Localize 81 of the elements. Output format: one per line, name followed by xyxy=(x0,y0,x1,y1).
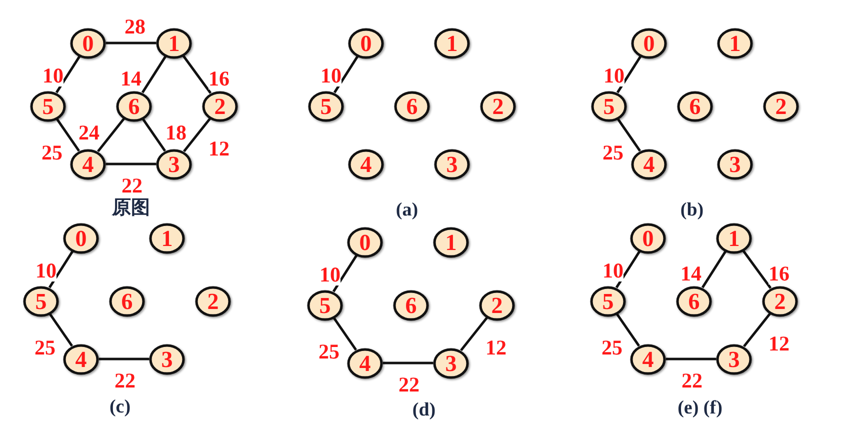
edge-line xyxy=(48,313,74,347)
vertex-node: 5 xyxy=(307,290,343,320)
vertex-node: 0 xyxy=(631,28,667,58)
vertex-node: 5 xyxy=(308,90,344,122)
edge-line xyxy=(333,56,359,94)
vertex-node: 2 xyxy=(195,286,231,316)
vertex-node: 5 xyxy=(591,90,627,122)
weight-label: 10 xyxy=(604,66,624,86)
panel-caption: (d) xyxy=(412,400,436,420)
vertex-node: 6 xyxy=(676,286,712,316)
edge-line xyxy=(55,56,81,94)
edge-line xyxy=(460,316,488,352)
vertex-node: 1 xyxy=(156,28,192,58)
vertex-node: 0 xyxy=(70,28,106,58)
edge-line xyxy=(183,118,211,152)
vertex-node: 4 xyxy=(631,148,667,180)
vertex-node: 3 xyxy=(434,148,470,180)
edge-line xyxy=(97,118,125,152)
edge-line xyxy=(332,317,358,351)
vertex-node: 3 xyxy=(717,148,753,180)
edge-line xyxy=(701,250,727,288)
vertex-node: 2 xyxy=(479,290,515,320)
edge-line xyxy=(106,42,156,44)
edge-line xyxy=(142,118,166,152)
vertex-node: 5 xyxy=(590,286,626,316)
edge-line xyxy=(616,118,642,152)
edge-line xyxy=(615,250,641,288)
vertex-node: 3 xyxy=(433,348,469,378)
vertex-node: 1 xyxy=(149,222,185,254)
edge-line xyxy=(666,358,716,360)
edge-line xyxy=(382,362,434,364)
weight-label: 10 xyxy=(602,260,624,282)
edge-line xyxy=(616,56,642,94)
panel-caption: (a) xyxy=(396,200,418,220)
vertex-node: 3 xyxy=(156,148,192,180)
edge-line xyxy=(616,313,640,347)
vertex-node: 1 xyxy=(434,28,470,58)
vertex-node: 1 xyxy=(716,222,752,254)
weight-label: 10 xyxy=(320,66,342,86)
vertex-node: 5 xyxy=(23,286,59,316)
vertex-node: 6 xyxy=(109,286,145,316)
panel-caption: 原图 xyxy=(112,198,150,218)
vertex-node: 4 xyxy=(347,348,383,378)
edge-line xyxy=(48,250,74,288)
vertex-node: 4 xyxy=(630,344,666,374)
vertex-node: 4 xyxy=(70,148,106,180)
vertex-node: 0 xyxy=(348,28,384,58)
vertex-node: 6 xyxy=(393,290,429,320)
edge-line xyxy=(98,358,150,360)
edge-line xyxy=(141,56,167,94)
vertex-node: 4 xyxy=(63,344,99,374)
weight-label: 10 xyxy=(36,260,56,282)
vertex-node: 0 xyxy=(347,226,383,258)
vertex-node: 6 xyxy=(394,90,430,122)
vertex-node: 2 xyxy=(762,286,798,316)
weight-label: 10 xyxy=(320,264,340,286)
vertex-node: 2 xyxy=(202,90,238,122)
vertex-node: 0 xyxy=(630,222,666,254)
edge-line xyxy=(332,254,358,292)
vertex-node: 2 xyxy=(763,90,799,122)
edge-line xyxy=(182,55,212,94)
vertex-node: 2 xyxy=(480,90,516,122)
vertex-node: 1 xyxy=(433,226,469,258)
vertex-node: 6 xyxy=(116,90,152,122)
panel-caption: (e) (f) xyxy=(678,398,722,418)
weight-label: 10 xyxy=(42,66,64,86)
panel-caption: (c) xyxy=(109,398,131,416)
vertex-node: 0 xyxy=(63,222,99,254)
edge-line xyxy=(56,118,80,152)
vertex-node: 4 xyxy=(348,148,384,180)
vertex-node: 3 xyxy=(149,344,185,374)
vertex-node: 6 xyxy=(677,90,713,122)
vertex-node: 5 xyxy=(30,90,66,122)
weight-label: 16 xyxy=(208,68,230,90)
edge-line xyxy=(106,162,156,166)
weight-label: 16 xyxy=(768,264,790,284)
edge-line xyxy=(743,312,771,348)
vertex-node: 3 xyxy=(716,344,752,374)
edge-line xyxy=(742,250,772,289)
panel-caption: (b) xyxy=(680,200,704,220)
vertex-node: 1 xyxy=(717,28,753,58)
